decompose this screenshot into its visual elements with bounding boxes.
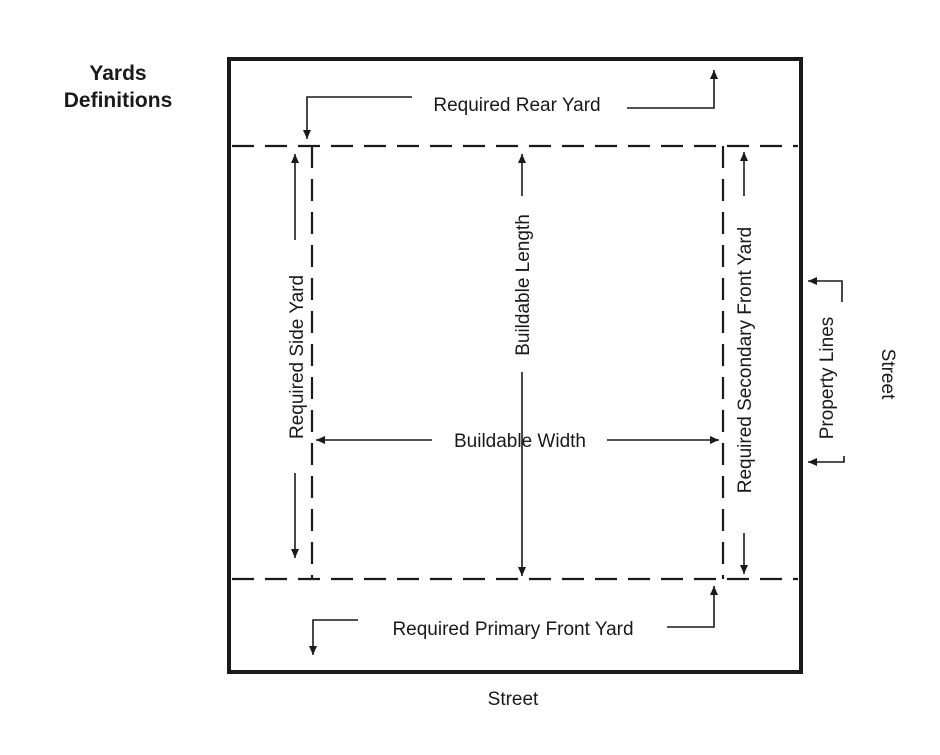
primary-front-yard-leader-left: [309, 619, 358, 655]
street-label-right: Street: [877, 349, 898, 400]
side-yard-label: Required Side Yard: [287, 275, 308, 439]
property-lines-leader-bottom: [808, 456, 845, 466]
buildable-width-label: Buildable Width: [454, 431, 586, 452]
secondary-front-yard-label: Required Secondary Front Yard: [735, 227, 756, 494]
lot-outline: [227, 57, 803, 674]
primary-front-yard-leader-right: [667, 586, 718, 628]
property-lines-label: Property Lines: [817, 317, 838, 440]
buildable-length-label: Buildable Length: [513, 214, 534, 356]
rear-yard-leader-left: [303, 96, 412, 139]
rear-yard-leader-right: [627, 70, 718, 109]
rear-yard-label: Required Rear Yard: [433, 95, 600, 116]
heading-definitions: Definitions: [64, 89, 173, 112]
heading-yards: Yards: [89, 62, 146, 85]
street-label-bottom: Street: [488, 689, 539, 710]
primary-front-yard-label: Required Primary Front Yard: [392, 619, 633, 640]
property-lines-leader-top: [808, 277, 843, 302]
